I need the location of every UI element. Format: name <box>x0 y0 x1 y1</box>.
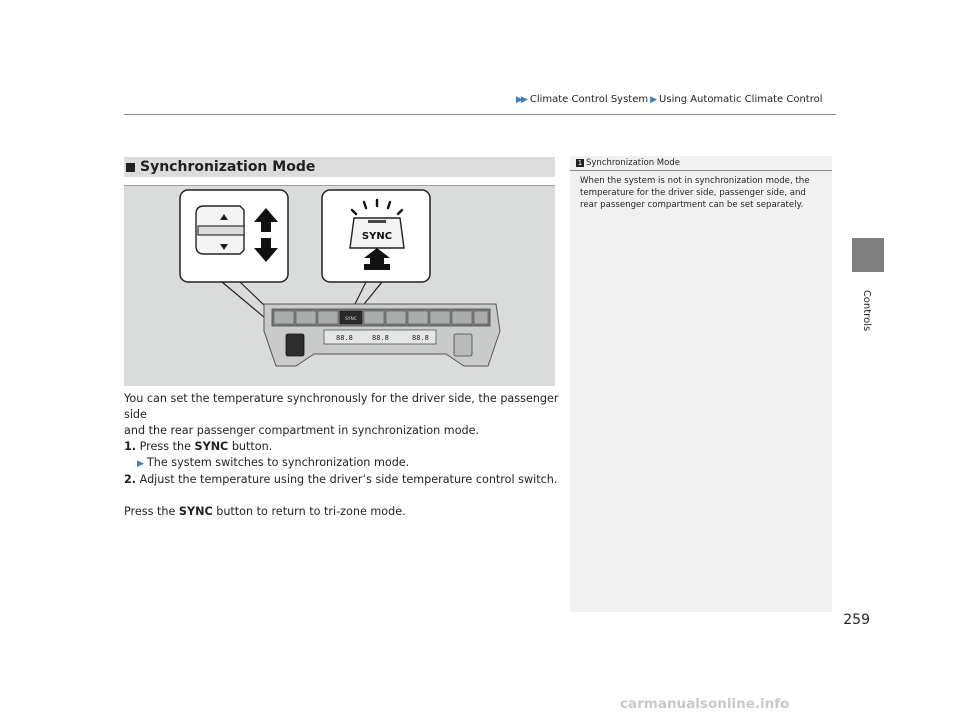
panel-button-10 <box>473 310 489 325</box>
return-instruction: Press the SYNC button to return to tri-z… <box>124 505 406 518</box>
press-arrow-icon <box>364 248 390 264</box>
sync-illustration: SYNC 88.8 88.8 88.8 SYNC <box>124 186 555 386</box>
arrow-down-icon <box>254 238 278 262</box>
step-2-number: 2. <box>124 473 137 486</box>
breadcrumb: ▶▶Climate Control System▶Using Automatic… <box>516 94 836 105</box>
breadcrumb-parent[interactable]: Climate Control System <box>529 94 649 105</box>
panel-button-6 <box>385 310 407 325</box>
temp-down-icon <box>220 244 228 250</box>
watermark: carmanualsonline.info <box>620 696 790 712</box>
header-rule <box>124 114 836 115</box>
sync-keyword: SYNC <box>194 440 229 453</box>
double-arrow-icon: ▶▶ <box>516 95 528 105</box>
arrow-icon: ▶ <box>650 95 658 105</box>
panel-sync-button <box>339 310 363 325</box>
panel-button-3 <box>317 310 339 325</box>
panel-button-8 <box>429 310 451 325</box>
intro-line-2: and the rear passenger compartment in sy… <box>124 424 480 437</box>
panel-button-1 <box>273 310 295 325</box>
breadcrumb-child[interactable]: Using Automatic Climate Control <box>659 94 823 105</box>
sync-keyword-2: SYNC <box>178 505 213 518</box>
sync-indicator-lamp <box>368 220 386 223</box>
result-arrow-icon: ▶ <box>137 459 144 469</box>
chapter-tab[interactable] <box>852 238 884 272</box>
step-1-result: ▶The system switches to synchronization … <box>137 456 410 469</box>
panel-button-2 <box>295 310 317 325</box>
temp-up-icon <box>220 214 228 220</box>
step-2: 2. Adjust the temperature using the driv… <box>124 473 558 486</box>
display-mid: 88.8 <box>372 334 389 342</box>
panel-display <box>323 329 437 345</box>
sync-button-body <box>349 217 405 249</box>
body-text: You can set the temperature synchronousl… <box>124 391 564 520</box>
section-title: Synchronization Mode <box>140 159 316 175</box>
press-indicator-icon <box>350 198 404 216</box>
climate-panel-diagram: SYNC 88.8 88.8 88.8 SYNC <box>179 189 501 367</box>
temp-switch-divider <box>197 225 245 236</box>
step-1-number: 1. <box>124 440 137 453</box>
arrow-up-icon <box>254 208 278 232</box>
panel-button-7 <box>407 310 429 325</box>
press-arrow-base <box>364 264 390 270</box>
panel-sync-text: SYNC <box>345 316 357 322</box>
panel-button-5 <box>363 310 385 325</box>
chapter-label: Controls <box>861 289 873 331</box>
step-1: 1. Press the SYNC button. <box>124 440 273 453</box>
sidebar-text: When the system is not in synchronizatio… <box>580 176 810 210</box>
intro-line-1: You can set the temperature synchronousl… <box>124 392 559 421</box>
sync-button-label: SYNC <box>362 231 392 242</box>
display-right: 88.8 <box>412 334 429 342</box>
sidebar-title: Synchronization Mode <box>586 158 680 168</box>
passenger-temp-switch <box>453 333 473 357</box>
heading-rule <box>124 185 555 186</box>
sidebar-rule <box>570 170 832 171</box>
square-bullet-icon <box>126 162 135 172</box>
display-left: 88.8 <box>336 334 353 342</box>
panel-button-9 <box>451 310 473 325</box>
section-heading: Synchronization Mode <box>124 157 555 177</box>
page-number: 259 <box>843 612 870 628</box>
note-number-icon: 1 <box>576 159 584 167</box>
driver-temp-switch <box>285 333 305 357</box>
